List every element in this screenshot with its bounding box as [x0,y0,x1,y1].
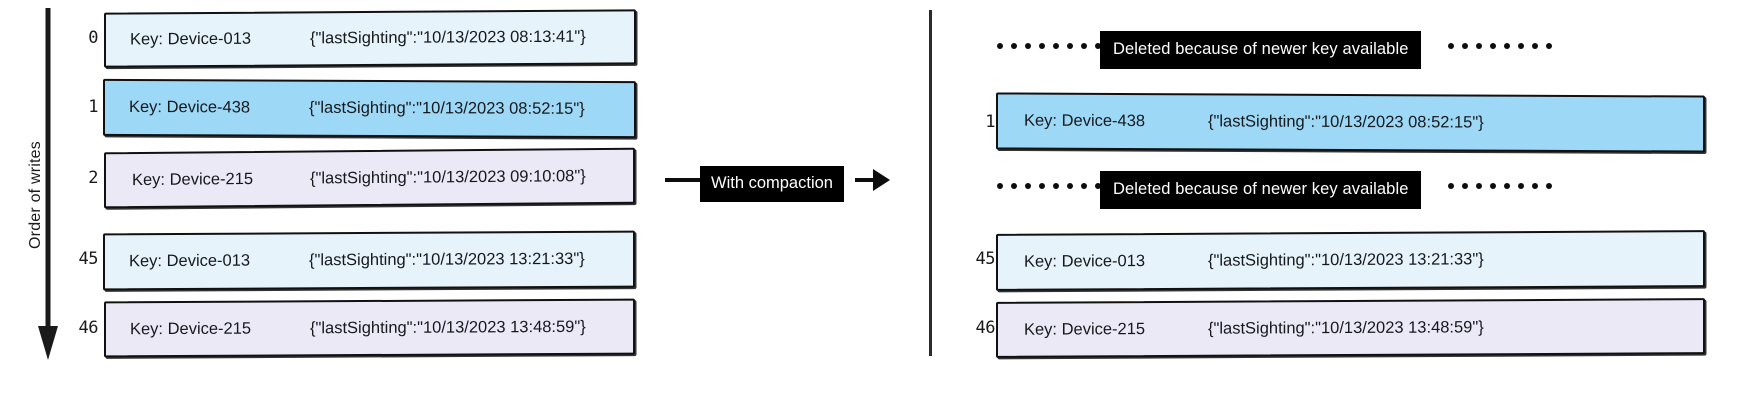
record-key: Key: Device-438 [129,97,251,117]
down-arrow-icon [38,8,58,360]
record-value: {"lastSighting":"10/13/2023 08:52:15"} [309,98,585,118]
record-box[interactable]: Key: Device-013 {"lastSighting":"10/13/2… [104,9,636,68]
offset-label: 45 [975,249,996,269]
compaction-connector [665,178,705,182]
record-box[interactable]: Key: Device-438 {"lastSighting":"10/13/2… [996,92,1705,153]
record-key: Key: Device-215 [1024,319,1146,339]
record-key: Key: Device-215 [132,169,254,189]
record-value: {"lastSighting":"10/13/2023 08:13:41"} [310,27,586,48]
deleted-note: Deleted because of newer key available [1100,171,1422,209]
record-box[interactable]: Key: Device-438 {"lastSighting":"10/13/2… [103,78,636,139]
record-value: {"lastSighting":"10/13/2023 13:21:33"} [1208,250,1484,270]
compaction-connector-right [855,178,885,182]
record-key: Key: Device-013 [130,29,252,49]
record-key: Key: Device-438 [1024,111,1146,131]
record-value: {"lastSighting":"10/13/2023 13:21:33"} [309,249,585,270]
with-compaction-label: With compaction [700,166,844,202]
offset-label: 1 [88,97,98,117]
offset-label: 1 [985,112,995,132]
record-box[interactable]: Key: Device-215 {"lastSighting":"10/13/2… [104,298,635,358]
record-key: Key: Device-013 [1024,252,1146,271]
offset-label: 46 [975,318,996,338]
record-value: {"lastSighting":"10/13/2023 08:52:15"} [1208,112,1484,132]
record-key: Key: Device-215 [130,319,252,338]
record-box[interactable]: Key: Device-013 {"lastSighting":"10/13/2… [103,230,635,291]
offset-label: 46 [78,318,99,338]
offset-label: 2 [88,168,98,188]
dotted-leader-left [997,183,1101,189]
record-value: {"lastSighting":"10/13/2023 09:10:08"} [310,166,586,188]
offset-label: 0 [88,28,98,48]
record-box[interactable]: Key: Device-215 {"lastSighting":"10/13/2… [996,298,1705,358]
dotted-leader-left [997,43,1101,49]
dotted-leader-right [1448,183,1552,189]
dotted-leader-right [1448,43,1552,49]
record-box[interactable]: Key: Device-013 {"lastSighting":"10/13/2… [996,230,1705,291]
deleted-note: Deleted because of newer key available [1100,31,1422,69]
offset-label: 45 [78,249,99,269]
section-divider [929,10,932,356]
record-key: Key: Device-013 [129,251,251,271]
record-value: {"lastSighting":"10/13/2023 13:48:59"} [1208,317,1484,338]
record-value: {"lastSighting":"10/13/2023 13:48:59"} [310,317,586,337]
right-arrow-icon [873,169,890,191]
record-box[interactable]: Key: Device-215 {"lastSighting":"10/13/2… [104,147,635,209]
